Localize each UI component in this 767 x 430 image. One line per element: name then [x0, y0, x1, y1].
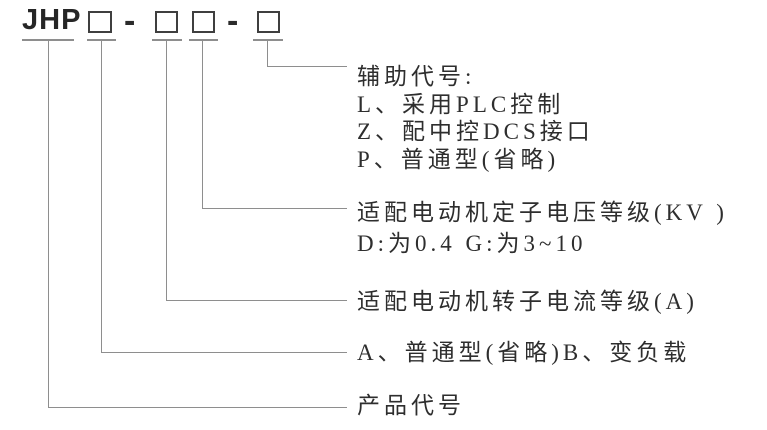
annotation-line: L、采用PLC控制 [357, 91, 565, 117]
annotation-line: 辅助代号: [357, 64, 476, 89]
leader-line-rotor-current [166, 39, 347, 301]
annotation-line: 适配电动机定子电压等级(KV ) [357, 200, 728, 225]
code-box-rotor-current [155, 11, 178, 33]
connector-bar-stator-voltage [189, 39, 218, 41]
annotation-line: Z、配中控DCS接口 [357, 119, 594, 144]
code-box-auxiliary [257, 11, 280, 33]
annotation-line: D:为0.4 G:为3~10 [357, 231, 587, 256]
leader-line-load-type [101, 39, 347, 353]
annotation-auxiliary-code: 辅助代号: L、采用PLC控制 Z、配中控DCS接口 P、普通型(省略) [357, 63, 594, 173]
annotation-line: P、普通型(省略) [357, 146, 560, 172]
annotation-stator-voltage-grade: 适配电动机定子电压等级(KV ) D:为0.4 G:为3~10 [357, 197, 728, 259]
product-code-prefix: JHP [22, 4, 82, 36]
code-box-stator-voltage [192, 11, 215, 33]
dash-separator: - [227, 2, 239, 40]
annotation-line: A、普通型(省略)B、变负载 [357, 340, 691, 365]
annotation-load-type-code: A、普通型(省略)B、变负载 [357, 339, 690, 367]
annotation-rotor-current-grade: 适配电动机转子电流等级(A) [357, 288, 698, 316]
annotation-product-code: 产品代号 [357, 392, 465, 420]
annotation-line: 适配电动机转子电流等级(A) [357, 289, 698, 314]
leader-line-stator-voltage [202, 39, 347, 209]
connector-bar-rotor-current [152, 39, 182, 41]
annotation-line: 产品代号 [357, 393, 465, 418]
code-box-load-type [88, 11, 112, 33]
connector-bar-auxiliary [253, 39, 283, 41]
leader-line-auxiliary [267, 39, 347, 67]
dash-separator: - [124, 2, 136, 40]
leader-line-product-code [48, 39, 347, 408]
